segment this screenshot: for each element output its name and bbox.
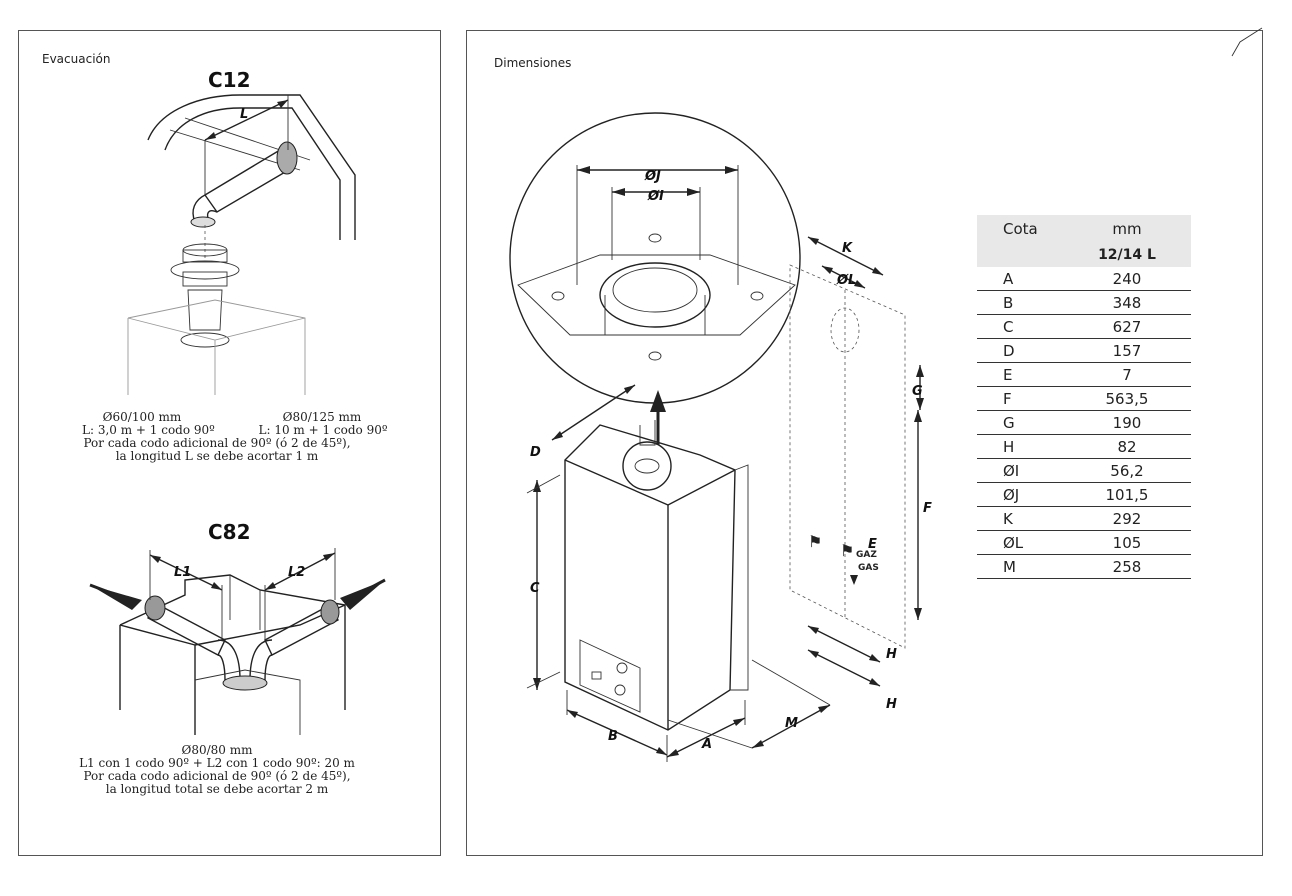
c82-caption-3: Por cada codo adicional de 90º (ó 2 de 4… (83, 769, 351, 783)
label-k: K (842, 241, 853, 256)
c82-illustration: L1 L2 (89, 548, 386, 735)
label-ol: ØL (836, 273, 856, 288)
c12-caption-right-1: Ø80/125 mm (282, 410, 362, 424)
header-mm: mm (1063, 215, 1191, 243)
c12-caption-left-1: Ø60/100 mm (102, 410, 182, 424)
mm-cell: 563,5 (1063, 386, 1191, 411)
cota-cell: C (977, 314, 1063, 339)
c12-illustration: L (127, 94, 356, 395)
cota-cell: A (977, 267, 1063, 291)
cota-cell: ØL (977, 530, 1063, 555)
evacuation-title: Evacuación (42, 52, 111, 66)
label-gas: GAS (858, 563, 879, 573)
label-c: C (530, 581, 540, 596)
label-h1: H (886, 647, 897, 662)
c12-label-l: L (240, 107, 248, 122)
cota-cell: K (977, 506, 1063, 531)
subheader-empty (977, 243, 1063, 267)
c12-caption-3: Por cada codo adicional de 90º (ó 2 de 4… (83, 436, 351, 450)
label-gaz: GAZ (856, 550, 877, 560)
c82-caption-2: L1 con 1 codo 90º + L2 con 1 codo 90º: 2… (79, 756, 355, 770)
label-a: A (701, 737, 712, 752)
label-g: G (912, 384, 923, 399)
cota-cell: D (977, 338, 1063, 363)
evacuation-panel (18, 30, 441, 856)
c82-label-l1: L1 (174, 565, 191, 580)
label-oj: ØJ (644, 169, 661, 184)
cota-cell: ØJ (977, 482, 1063, 507)
subheader-model: 12/14 L (1063, 243, 1191, 267)
label-h2: H (886, 697, 897, 712)
dimensions-illustration: ØJ ØI K ØL G F ⚑ ⚑ GAZ GAS E H (509, 112, 932, 762)
mm-cell: 627 (1063, 314, 1191, 339)
c12-caption-right-2: L: 10 m + 1 codo 90º (258, 423, 388, 437)
cota-cell: E (977, 362, 1063, 387)
table-header-row: Cota mm (977, 215, 1191, 243)
header-cota: Cota (977, 215, 1063, 243)
dimensions-title: Dimensiones (494, 56, 572, 70)
cota-cell: H (977, 434, 1063, 459)
cota-cell: F (977, 386, 1063, 411)
label-f: F (923, 501, 932, 516)
cota-cell: B (977, 290, 1063, 315)
label-d: D (530, 445, 541, 460)
mm-cell: 82 (1063, 434, 1191, 459)
mm-cell: 258 (1063, 554, 1191, 579)
c82-caption-4: la longitud total se debe acortar 2 m (105, 782, 329, 796)
label-b: B (608, 729, 618, 744)
table-subheader-row: 12/14 L (977, 243, 1191, 267)
c82-label-l2: L2 (288, 565, 305, 580)
label-e: E (868, 537, 877, 552)
mm-cell: 292 (1063, 506, 1191, 531)
cota-cell: M (977, 554, 1063, 579)
mm-cell: 7 (1063, 362, 1191, 387)
c12-caption-4: la longitud L se debe acortar 1 m (115, 449, 319, 463)
mm-cell: 348 (1063, 290, 1191, 315)
c12-caption-left-2: L: 3,0 m + 1 codo 90º (82, 423, 215, 437)
c82-caption-1: Ø80/80 mm (181, 743, 253, 757)
mm-cell: 105 (1063, 530, 1191, 555)
svg-text:⚑: ⚑ (840, 541, 854, 560)
mm-cell: 240 (1063, 267, 1191, 291)
mm-cell: 157 (1063, 338, 1191, 363)
mm-cell: 101,5 (1063, 482, 1191, 507)
svg-text:⚑: ⚑ (808, 532, 822, 551)
mm-cell: 56,2 (1063, 458, 1191, 483)
cota-cell: ØI (977, 458, 1063, 483)
label-m: M (785, 716, 798, 731)
c82-heading: C82 (208, 520, 251, 544)
fold-corner-mark (1231, 27, 1263, 57)
label-oi: ØI (647, 189, 664, 204)
mm-cell: 190 (1063, 410, 1191, 435)
c12-heading: C12 (208, 68, 251, 92)
cota-cell: G (977, 410, 1063, 435)
